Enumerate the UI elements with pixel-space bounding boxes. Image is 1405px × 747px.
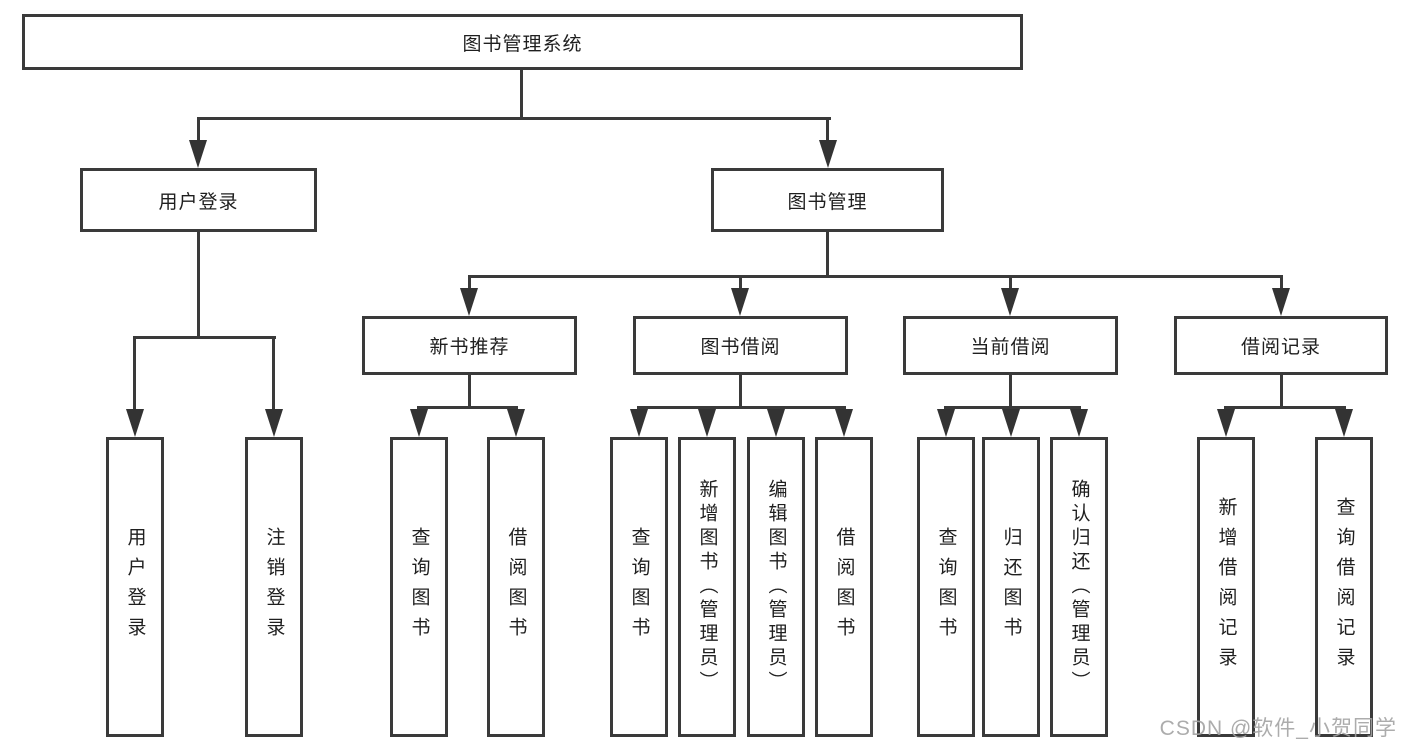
arrow-down-icon [937,409,955,437]
connector-mgmt-bus [468,275,1283,278]
connector-login-bus [133,336,276,339]
arrow-down-icon [189,140,207,168]
arrow-down-icon [1001,288,1019,316]
csdn-watermark: CSDN @软件_小贺同学 [1159,717,1397,740]
leaf-borrow-query-books-label: 查询图书 [628,527,650,647]
node-borrowing-records-label: 借阅记录 [1240,337,1321,358]
node-book-borrowing: 图书借阅 [633,316,848,375]
connector-records-bus [1224,406,1346,409]
connector-mgmt-stem [826,232,829,278]
node-library-system: 图书管理系统 [22,14,1023,70]
leaf-confirm-return-admin: 确认归还（管理员） [1050,437,1108,737]
node-book-management: 图书管理 [711,168,944,232]
connector-drop-borrow [739,275,742,293]
node-new-book-recommend: 新书推荐 [362,316,577,375]
node-borrowing-records: 借阅记录 [1174,316,1388,375]
node-current-borrowing: 当前借阅 [903,316,1118,375]
arrow-down-icon [835,409,853,437]
arrow-down-icon [819,140,837,168]
leaf-add-borrow-record-label: 新增借阅记录 [1215,497,1237,677]
leaf-add-books-admin: 新增图书（管理员） [678,437,736,737]
leaf-newbook-borrow-books-label: 借阅图书 [505,527,527,647]
node-user-login: 用户登录 [80,168,317,232]
node-user-login-label: 用户登录 [158,191,239,213]
leaf-current-query-books-label: 查询图书 [935,527,957,647]
arrow-down-icon [1217,409,1235,437]
connector-newbook-stem [468,375,471,409]
leaf-return-books-label: 归还图书 [1000,527,1022,647]
leaf-borrow-borrow-books: 借阅图书 [815,437,873,737]
node-new-book-recommend-label: 新书推荐 [429,337,510,358]
leaf-edit-books-admin: 编辑图书（管理员） [747,437,805,737]
arrow-down-icon [410,409,428,437]
arrow-down-icon [1070,409,1088,437]
leaf-logout-label: 注销登录 [263,527,285,647]
connector-records-stem [1280,375,1283,409]
arrow-down-icon [630,409,648,437]
connector-root-bus [197,117,831,120]
leaf-logout: 注销登录 [245,437,303,737]
arrow-down-icon [460,288,478,316]
leaf-edit-books-admin-label: 编辑图书（管理员） [765,479,787,695]
leaf-newbook-borrow-books: 借阅图书 [487,437,545,737]
arrow-down-icon [1272,288,1290,316]
leaf-current-query-books: 查询图书 [917,437,975,737]
leaf-query-borrow-record: 查询借阅记录 [1315,437,1373,737]
arrow-down-icon [126,409,144,437]
connector-current-bus [944,406,1081,409]
connector-drop-newbook [468,275,471,293]
arrow-down-icon [731,288,749,316]
arrow-down-icon [1335,409,1353,437]
connector-login-stem [197,232,200,339]
connector-current-stem [1009,375,1012,409]
connector-root-stem [520,70,523,118]
connector-borrow-stem [739,375,742,409]
connector-drop-user-login [197,117,200,147]
connector-drop-leaf [133,336,136,412]
leaf-return-books: 归还图书 [982,437,1040,737]
node-library-system-label: 图书管理系统 [462,33,583,55]
arrow-down-icon [265,409,283,437]
leaf-newbook-query-books-label: 查询图书 [408,527,430,647]
leaf-borrow-borrow-books-label: 借阅图书 [833,527,855,647]
connector-newbook-bus [417,406,518,409]
connector-borrow-bus [637,406,846,409]
arrow-down-icon [507,409,525,437]
arrow-down-icon [1002,409,1020,437]
leaf-add-borrow-record: 新增借阅记录 [1197,437,1255,737]
leaf-borrow-query-books: 查询图书 [610,437,668,737]
leaf-newbook-query-books: 查询图书 [390,437,448,737]
connector-drop-leaf [272,336,275,412]
leaf-query-borrow-record-label: 查询借阅记录 [1333,497,1355,677]
arrow-down-icon [767,409,785,437]
leaf-confirm-return-admin-label: 确认归还（管理员） [1068,479,1090,695]
leaf-add-books-admin-label: 新增图书（管理员） [696,479,718,695]
node-book-borrowing-label: 图书借阅 [700,337,781,358]
connector-drop-records [1280,275,1283,293]
leaf-user-login-label: 用户登录 [124,527,146,647]
node-book-management-label: 图书管理 [787,191,868,213]
connector-drop-current [1009,275,1012,293]
connector-drop-book-mgmt [826,117,829,147]
arrow-down-icon [698,409,716,437]
leaf-user-login: 用户登录 [106,437,164,737]
node-current-borrowing-label: 当前借阅 [970,337,1051,358]
